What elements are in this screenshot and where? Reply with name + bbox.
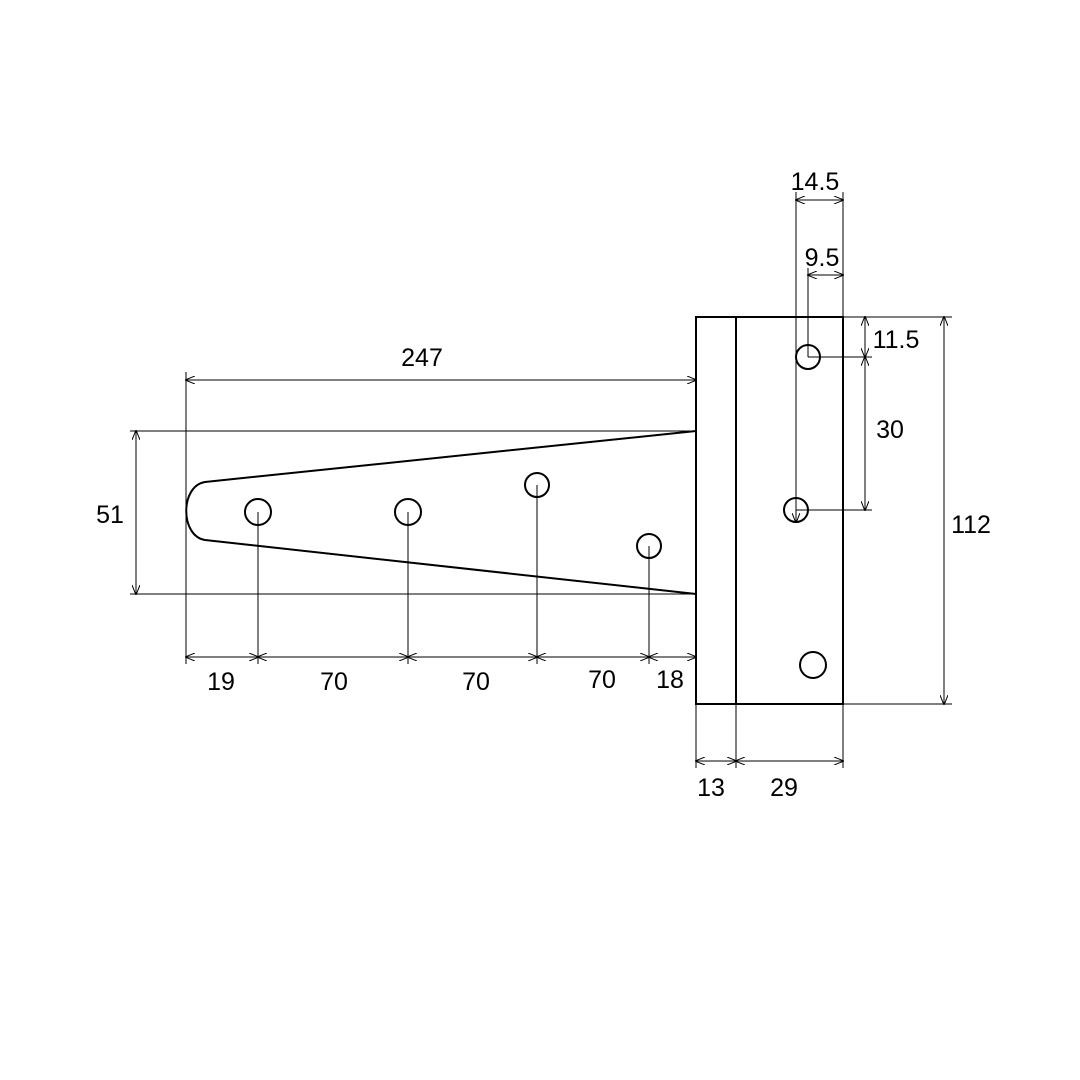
knuckle <box>695 316 737 705</box>
label-pitch-1: 70 <box>320 668 348 696</box>
extension-lines <box>130 192 952 768</box>
dimension-lines <box>136 200 944 761</box>
label-top-hole-offset: 11.5 <box>873 326 920 354</box>
hinge-part <box>185 316 844 705</box>
label-hole-offset-outer: 14.5 <box>791 168 840 196</box>
dimension-labels: 247 51 19 70 70 70 18 13 29 112 14.5 9.5… <box>96 168 991 802</box>
label-strap-width: 51 <box>96 501 124 529</box>
label-gap-last: 18 <box>656 666 684 694</box>
label-plate-width: 29 <box>770 774 798 802</box>
label-plate-height: 112 <box>951 511 991 539</box>
label-hole-spacing: 30 <box>876 416 904 444</box>
label-pitch-2: 70 <box>462 668 490 696</box>
label-knuckle-width: 13 <box>697 774 725 802</box>
label-gap-first-hole: 19 <box>207 668 235 696</box>
plate-hole-bottom <box>799 651 827 679</box>
label-overall-length: 247 <box>401 344 443 372</box>
label-pitch-3: 70 <box>588 666 616 694</box>
label-hole-offset-inner: 9.5 <box>805 244 840 272</box>
